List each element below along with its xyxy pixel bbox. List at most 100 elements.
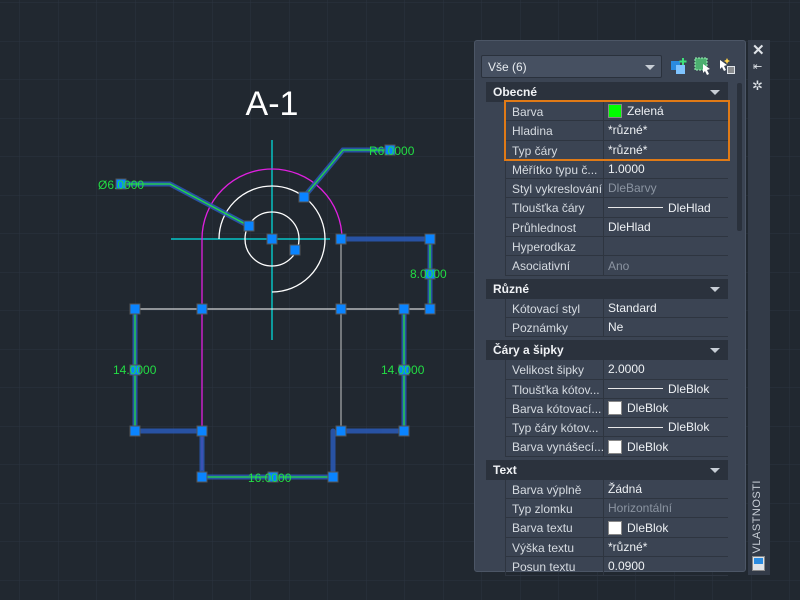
grip[interactable] bbox=[129, 364, 141, 376]
grip[interactable] bbox=[196, 303, 208, 315]
grip[interactable] bbox=[196, 471, 208, 483]
property-label: Měřítko typu č... bbox=[506, 159, 604, 179]
property-row[interactable]: Barva kótovací...DleBlok bbox=[505, 398, 728, 419]
property-value-cell[interactable]: Horizontální bbox=[604, 499, 728, 517]
inner-circle bbox=[244, 211, 300, 267]
property-label: Tloušťka kótov... bbox=[506, 379, 604, 398]
property-value-cell[interactable]: *různé* bbox=[604, 538, 728, 556]
grip[interactable] bbox=[196, 425, 208, 437]
scrollbar[interactable] bbox=[737, 83, 742, 231]
close-icon[interactable]: ✕ bbox=[752, 42, 765, 59]
property-value: DleBlok bbox=[627, 401, 669, 416]
property-label: Poznámky bbox=[506, 317, 604, 337]
part-outline bbox=[135, 239, 430, 431]
chevron-down-icon[interactable] bbox=[710, 348, 720, 354]
property-value-cell[interactable]: *různé* bbox=[604, 141, 728, 159]
property-value-cell[interactable]: DleBlok bbox=[604, 437, 728, 455]
property-value-cell[interactable]: DleBlok bbox=[604, 518, 728, 536]
property-row[interactable]: Hladina*různé* bbox=[505, 121, 728, 141]
grip[interactable] bbox=[335, 425, 347, 437]
vertical-dim-left[interactable]: 14.0000 bbox=[113, 363, 157, 377]
section-header[interactable]: Různé bbox=[486, 278, 728, 299]
vertical-dim-right[interactable]: 14.0000 bbox=[381, 363, 425, 377]
property-value-cell[interactable]: 1.0000 bbox=[604, 160, 728, 178]
property-row[interactable]: Tloušťka kótov...DleBlok bbox=[505, 379, 728, 399]
vertical-dim-right-top[interactable]: 8.0000 bbox=[410, 267, 447, 281]
property-value-cell[interactable]: DleBlok bbox=[604, 399, 728, 417]
quick-select-icon[interactable] bbox=[670, 57, 688, 75]
chevron-down-icon[interactable] bbox=[710, 286, 720, 292]
property-value-cell[interactable]: Ano bbox=[604, 256, 728, 274]
grip[interactable] bbox=[266, 233, 278, 245]
property-value-cell[interactable]: *různé* bbox=[604, 121, 728, 139]
property-row[interactable]: Výška textu*různé* bbox=[505, 537, 728, 557]
section-header[interactable]: Čáry a šipky bbox=[486, 340, 728, 361]
magenta-outline bbox=[201, 168, 343, 470]
grip[interactable] bbox=[424, 233, 436, 245]
grip[interactable] bbox=[267, 471, 279, 483]
property-row[interactable]: Typ čáry kótov...DleBlok bbox=[505, 418, 728, 438]
property-row[interactable]: Měřítko typu č... 1.0000 bbox=[505, 159, 728, 180]
chevron-down-icon[interactable] bbox=[710, 467, 720, 473]
grip[interactable] bbox=[398, 364, 410, 376]
property-row[interactable]: Barva vynášecí...DleBlok bbox=[505, 437, 728, 457]
property-value-cell[interactable]: DleBlok bbox=[604, 380, 728, 398]
properties-icon[interactable] bbox=[752, 556, 765, 571]
property-value-cell[interactable]: Standard bbox=[604, 299, 728, 317]
select-objects-icon[interactable] bbox=[694, 57, 712, 75]
property-value: 1.0000 bbox=[608, 162, 645, 177]
property-value-cell[interactable]: Ne bbox=[604, 318, 728, 336]
diameter-dim[interactable]: Ø6.0000 bbox=[98, 178, 144, 192]
property-row[interactable]: Typ čáry*různé* bbox=[505, 140, 728, 160]
grip[interactable] bbox=[398, 303, 410, 315]
grip[interactable] bbox=[335, 233, 347, 245]
radius-dim[interactable]: R6.0000 bbox=[369, 144, 415, 158]
grip[interactable] bbox=[129, 303, 141, 315]
property-value-cell[interactable]: DleBlok bbox=[604, 418, 728, 436]
property-value-cell[interactable]: 0.0900 bbox=[604, 557, 728, 575]
section-title: Text bbox=[493, 462, 517, 477]
grip[interactable] bbox=[398, 425, 410, 437]
section-header[interactable]: Text bbox=[486, 459, 728, 480]
grip[interactable] bbox=[384, 144, 396, 156]
grip[interactable] bbox=[289, 244, 301, 256]
grip[interactable] bbox=[129, 425, 141, 437]
property-label: Posun textu bbox=[506, 556, 604, 576]
grip[interactable] bbox=[424, 268, 436, 280]
settings-icon[interactable]: ✲ bbox=[752, 78, 763, 93]
toggle-pickadd-icon[interactable] bbox=[718, 57, 736, 75]
property-value-cell[interactable]: DleBarvy bbox=[604, 179, 728, 197]
color-swatch bbox=[608, 401, 622, 416]
chevron-down-icon[interactable] bbox=[710, 90, 720, 95]
property-value-cell[interactable]: DleHlad bbox=[604, 218, 728, 236]
property-row[interactable]: Hyperodkaz bbox=[505, 237, 728, 257]
grip[interactable] bbox=[115, 178, 127, 190]
grip[interactable] bbox=[243, 220, 255, 232]
property-label: Kótovací styl bbox=[506, 298, 604, 317]
property-value-cell[interactable]: Žádná bbox=[604, 480, 728, 498]
bottom-dim[interactable]: 16.0000 bbox=[248, 471, 292, 485]
section-header[interactable]: Obecné bbox=[486, 82, 728, 102]
selection-dropdown[interactable]: Vše (6) bbox=[481, 55, 662, 78]
auto-hide-icon[interactable]: ⇤ bbox=[753, 61, 763, 73]
property-value-cell[interactable] bbox=[604, 237, 728, 255]
grip[interactable] bbox=[335, 303, 347, 315]
grip[interactable] bbox=[424, 303, 436, 315]
grip[interactable] bbox=[298, 191, 310, 203]
property-value-cell[interactable]: Zelená bbox=[604, 102, 728, 120]
grip[interactable] bbox=[327, 471, 339, 483]
property-value-cell[interactable]: DleHlad bbox=[604, 198, 728, 216]
property-value-cell[interactable]: 2.0000 bbox=[604, 360, 728, 378]
